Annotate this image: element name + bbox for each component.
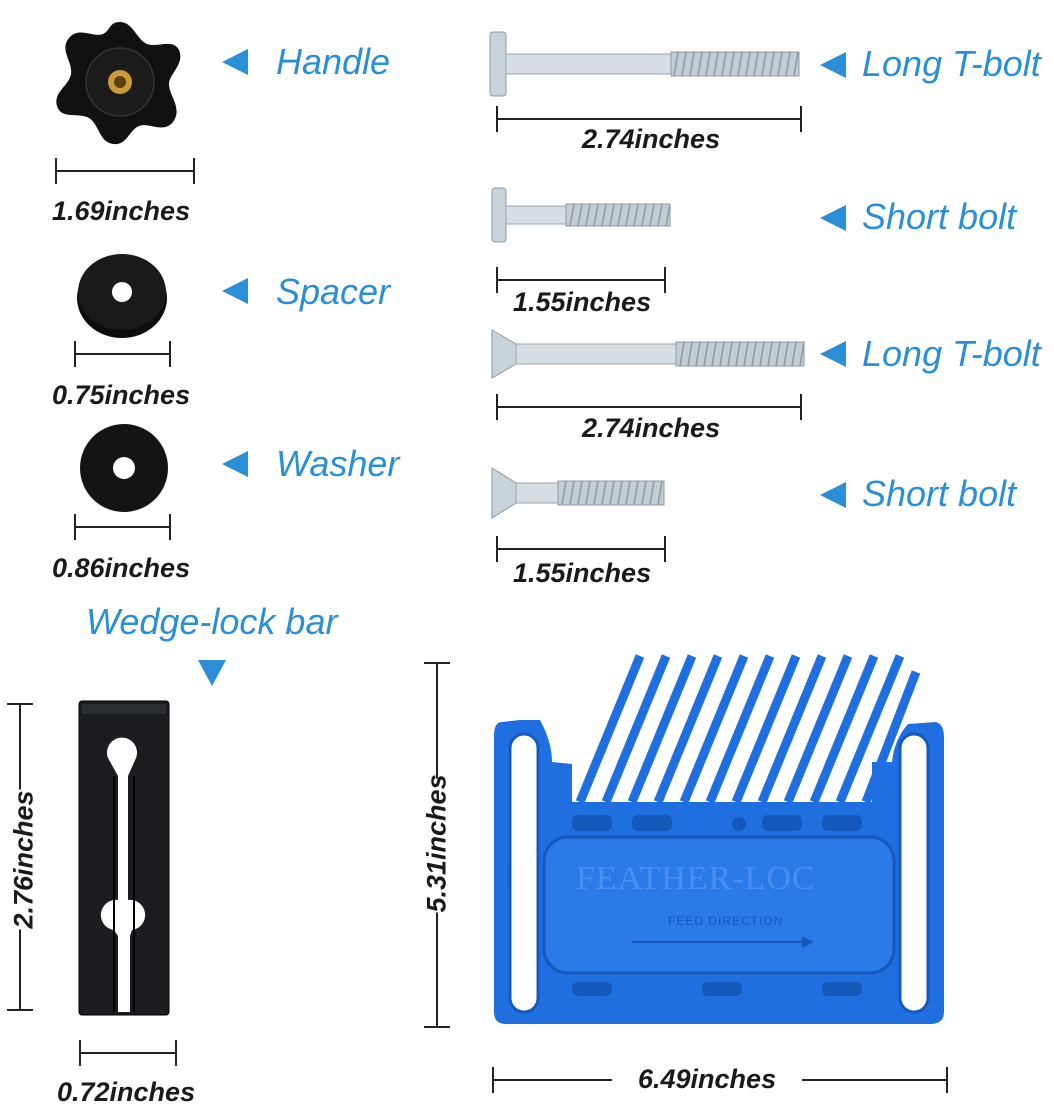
washer-dimension-line xyxy=(74,514,171,540)
long-tbolt-label: Long T-bolt xyxy=(862,43,1041,84)
wedge-lock-bar-width: 0.72inches xyxy=(57,1077,196,1107)
spacer-pointer-icon xyxy=(222,278,248,304)
handle-pointer-icon xyxy=(222,49,248,75)
featherboard-image xyxy=(494,654,944,1024)
long-tbolt-2-dimension-line xyxy=(496,394,802,420)
long-tbolt-2-label: Long T-bolt xyxy=(862,333,1041,374)
short-bolt-dimension-line xyxy=(496,267,666,293)
short-bolt-2-pointer-icon xyxy=(820,482,846,508)
featherboard-brand-text: FEATHER-LOC xyxy=(576,860,816,897)
wedge-lock-bar-image xyxy=(78,700,170,1016)
short-bolt-2-size: 1.55inches xyxy=(513,558,652,588)
featherboard-feed-text: FEED DIRECTION xyxy=(668,914,784,928)
long-tbolt-2-image xyxy=(491,329,805,379)
handle-dimension-line xyxy=(55,158,195,184)
short-bolt-image xyxy=(491,187,671,243)
long-tbolt-image xyxy=(489,31,800,97)
handle-label: Handle xyxy=(276,41,391,82)
short-bolt-2-label: Short bolt xyxy=(862,473,1017,514)
handle-size: 1.69inches xyxy=(52,196,191,226)
washer-image xyxy=(80,424,168,512)
spacer-dimension-line xyxy=(74,341,171,367)
spacer-label: Spacer xyxy=(276,271,391,312)
washer-pointer-icon xyxy=(222,451,248,477)
short-bolt-2-dimension-line xyxy=(496,536,666,562)
wedge-lock-bar-height: 2.76inches xyxy=(8,789,39,930)
short-bolt-label: Short bolt xyxy=(862,196,1017,237)
short-bolt-2-image xyxy=(491,467,665,519)
spacer-image xyxy=(77,254,167,338)
handle-image xyxy=(56,22,181,145)
washer-label: Washer xyxy=(276,443,400,484)
wedge-lock-bar-label: Wedge-lock bar xyxy=(86,601,338,642)
spacer-size: 0.75inches xyxy=(52,380,191,410)
washer-size: 0.86inches xyxy=(52,553,191,583)
featherboard-height: 5.31inches xyxy=(421,774,452,913)
long-tbolt-2-size: 2.74inches xyxy=(582,413,721,443)
long-tbolt-2-pointer-icon xyxy=(820,341,846,367)
long-tbolt-dimension-line xyxy=(496,106,802,132)
wedge-lock-bar-pointer-icon xyxy=(198,660,226,686)
short-bolt-size: 1.55inches xyxy=(513,287,652,317)
featherboard-width: 6.49inches xyxy=(612,1066,803,1093)
long-tbolt-size: 2.74inches xyxy=(582,124,721,154)
short-bolt-pointer-icon xyxy=(820,205,846,231)
long-tbolt-pointer-icon xyxy=(820,52,846,78)
wedge-lock-bar-width-line xyxy=(79,1040,177,1066)
